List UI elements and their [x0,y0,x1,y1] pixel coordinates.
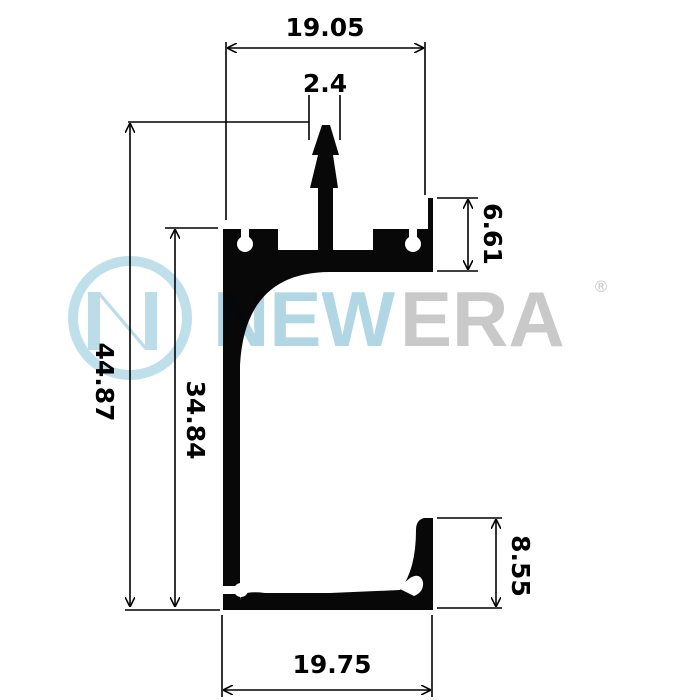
aluminum-profile [223,125,433,610]
watermark-logo: NEW ERA ® [68,256,609,380]
label-right-top-height: 6.61 [478,203,507,265]
watermark-text-right: ERA [400,275,565,363]
registered-mark: ® [593,277,609,296]
top-left-slot-neck [241,228,249,240]
label-top-width: 19.05 [285,13,364,42]
bottom-left-slot-neck [222,586,238,594]
label-right-bottom-height: 8.55 [506,535,535,597]
label-stem-width: 2.4 [303,69,347,98]
label-bottom-width: 19.75 [292,650,371,679]
top-right-slot-neck [409,228,417,240]
dimension-lines [125,42,502,697]
bottom-right-slot [398,575,424,596]
label-inner-height: 34.84 [181,380,210,459]
logo-n-icon [88,292,157,350]
label-overall-height: 44.87 [90,342,119,421]
